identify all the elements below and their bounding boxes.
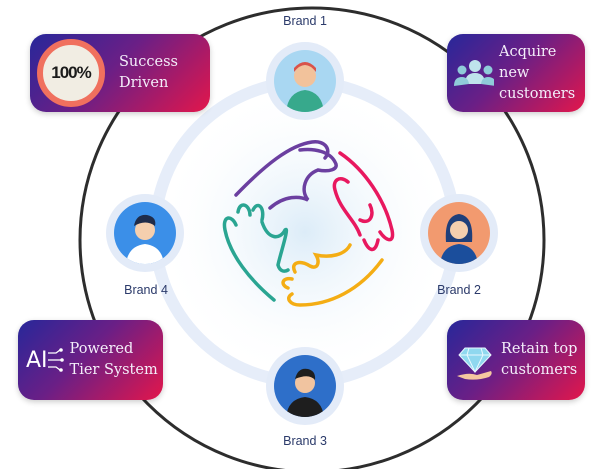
ai-icon: AI (26, 348, 64, 373)
inner-ring (149, 76, 461, 388)
diamond-hand-icon (457, 347, 492, 380)
card-title-line1: Retain top (501, 341, 578, 357)
card-acquire-customers: Acquire new customers (447, 34, 585, 112)
card-title-line1: Powered (69, 341, 134, 357)
brand-1-avatar (274, 50, 336, 112)
card-title-line2: Driven (119, 75, 169, 91)
hands-icon (222, 140, 395, 307)
group-icon (454, 60, 494, 86)
brand-2-label: Brand 2 (437, 283, 481, 297)
card-title-line1: Success (119, 54, 178, 70)
card-title-line2: customers (501, 362, 578, 378)
card-title-line2: customers (499, 85, 576, 102)
brand-4-avatar (114, 202, 176, 264)
brand-2-avatar (428, 202, 490, 264)
100-percent-badge-icon: 100% (37, 39, 105, 107)
badge-text: 100% (51, 63, 91, 82)
card-title-line2: Tier System (69, 362, 158, 378)
card-retain-customers: Retain top customers (447, 320, 585, 400)
brand-1-label: Brand 1 (283, 14, 327, 28)
outer-ring (78, 6, 546, 469)
ai-badge-text: AI (26, 347, 48, 373)
card-title-line1: Acquire new (499, 43, 557, 81)
brand-3-avatar (274, 355, 336, 417)
brand-3-label: Brand 3 (283, 434, 327, 448)
brand-4-label: Brand 4 (124, 283, 168, 297)
